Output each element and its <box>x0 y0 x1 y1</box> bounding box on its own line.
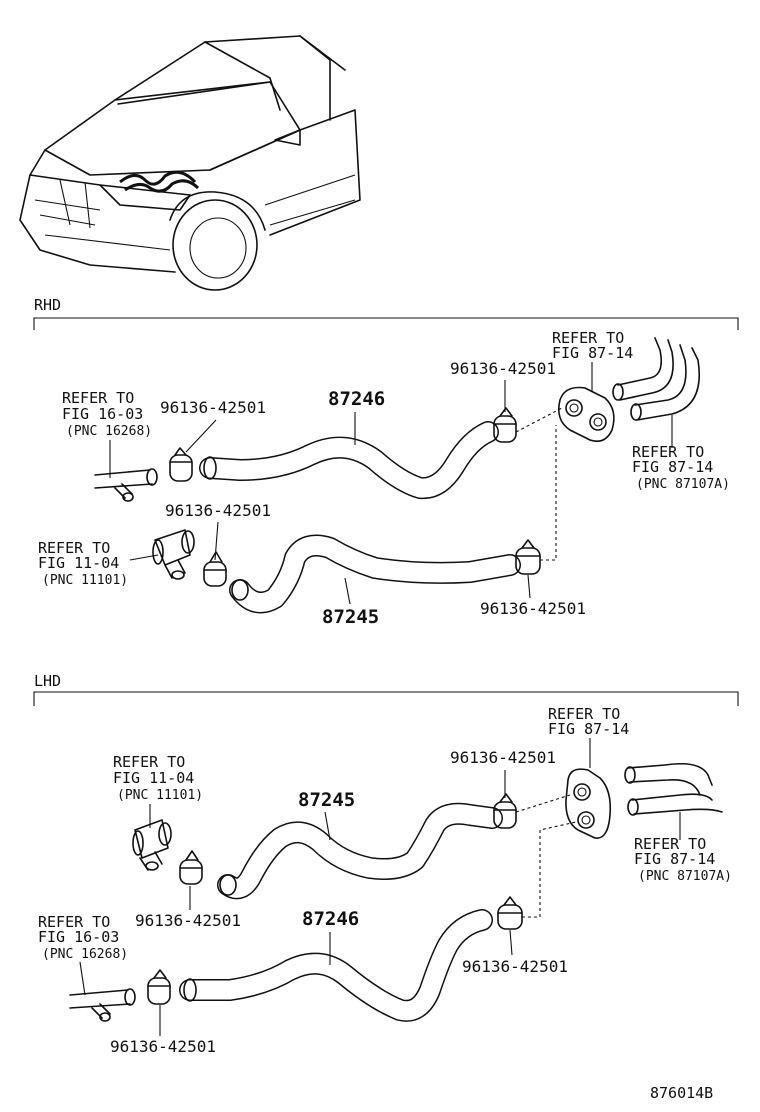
lhd-ref-16-03: REFER TO FIG 16-03 (PNC 16268) <box>38 913 128 962</box>
svg-text:REFER TO: REFER TO <box>62 389 134 407</box>
grommet-lhd <box>565 768 612 839</box>
clamp-lhd-c <box>493 793 517 829</box>
clamp-rhd-a <box>169 447 193 482</box>
lhd-ref-11-04: REFER TO FIG 11-04 (PNC 11101) <box>113 753 203 803</box>
rhd-ref-87-14-top: REFER TO FIG 87-14 <box>552 329 633 362</box>
svg-text:FIG 87-14: FIG 87-14 <box>632 458 713 476</box>
rhd-ref-87-14-right: REFER TO FIG 87-14 (PNC 87107A) <box>632 443 730 492</box>
svg-text:FIG 87-14: FIG 87-14 <box>634 850 715 868</box>
svg-text:REFER TO: REFER TO <box>634 835 706 853</box>
figure-id: 876014B <box>650 1084 713 1102</box>
rhd-clamp-a-label: 96136-42501 <box>160 398 266 417</box>
hose-87246-rhd <box>199 421 499 500</box>
svg-text:FIG 11-04: FIG 11-04 <box>113 769 194 787</box>
svg-text:(PNC 11101): (PNC 11101) <box>42 573 128 588</box>
clamp-rhd-c <box>493 407 517 443</box>
rhd-ref-11-04: REFER TO FIG 11-04 (PNC 11101) <box>38 539 128 588</box>
lhd-ref-87-14-top: REFER TO FIG 87-14 <box>548 705 629 738</box>
svg-text:REFER TO: REFER TO <box>38 913 110 931</box>
svg-text:(PNC 87107A): (PNC 87107A) <box>636 477 730 492</box>
rhd-clamp-b-label: 96136-42501 <box>165 501 271 520</box>
svg-text:FIG 16-03: FIG 16-03 <box>38 928 119 946</box>
rhd-ref-16-03: REFER TO FIG 16-03 (PNC 16268) <box>62 389 152 439</box>
clamp-lhd-d <box>497 896 523 930</box>
svg-text:(PNC 16268): (PNC 16268) <box>42 947 128 962</box>
rhd-section: RHD <box>33 296 739 628</box>
clamp-lhd-a <box>179 850 203 885</box>
hose-87245-lhd <box>217 802 503 900</box>
lhd-clamp-d-label: 96136-42501 <box>462 957 568 976</box>
lhd-ref-87-14-right: REFER TO FIG 87-14 (PNC 87107A) <box>634 835 732 884</box>
rhd-clamp-c-label: 96136-42501 <box>450 359 556 378</box>
clamp-lhd-b <box>147 969 171 1005</box>
vehicle-illustration <box>19 35 361 291</box>
hose-87245-rhd <box>229 534 521 614</box>
rhd-hose-87246-label: 87246 <box>328 388 385 410</box>
lhd-clamp-c-label: 96136-42501 <box>450 748 556 767</box>
heater-core-pipes-lhd <box>624 762 723 816</box>
engine-outlet-pipe-lhd <box>69 988 136 1022</box>
lhd-section-label: LHD <box>34 672 61 690</box>
lhd-clamp-b-label: 96136-42501 <box>110 1037 216 1056</box>
svg-text:FIG 16-03: FIG 16-03 <box>62 405 143 423</box>
svg-text:REFER TO: REFER TO <box>113 753 185 771</box>
svg-text:(PNC 16268): (PNC 16268) <box>66 424 152 439</box>
rhd-section-label: RHD <box>34 296 61 314</box>
svg-text:(PNC 11101): (PNC 11101) <box>117 788 203 803</box>
hose-87246-lhd <box>179 909 493 1022</box>
svg-text:REFER TO: REFER TO <box>552 329 624 347</box>
lhd-section: LHD <box>33 672 739 1056</box>
svg-text:FIG 87-14: FIG 87-14 <box>548 720 629 738</box>
clamp-rhd-d <box>515 539 541 575</box>
svg-text:REFER TO: REFER TO <box>548 705 620 723</box>
engine-inlet-pipe-rhd <box>152 529 195 580</box>
grommet-rhd <box>557 386 615 443</box>
svg-text:REFER TO: REFER TO <box>632 443 704 461</box>
lhd-hose-87246-label: 87246 <box>302 908 359 930</box>
svg-text:FIG 87-14: FIG 87-14 <box>552 344 633 362</box>
engine-outlet-pipe-rhd <box>94 468 158 502</box>
rhd-clamp-d-label: 96136-42501 <box>480 599 586 618</box>
lhd-clamp-a-label: 96136-42501 <box>135 911 241 930</box>
rhd-hose-87245-label: 87245 <box>322 606 379 628</box>
svg-text:REFER TO: REFER TO <box>38 539 110 557</box>
heater-core-pipes-rhd <box>612 337 700 421</box>
svg-text:(PNC 87107A): (PNC 87107A) <box>638 869 732 884</box>
lhd-hose-87245-label: 87245 <box>298 789 355 811</box>
svg-text:FIG 11-04: FIG 11-04 <box>38 554 119 572</box>
engine-inlet-pipe-lhd <box>132 819 172 871</box>
